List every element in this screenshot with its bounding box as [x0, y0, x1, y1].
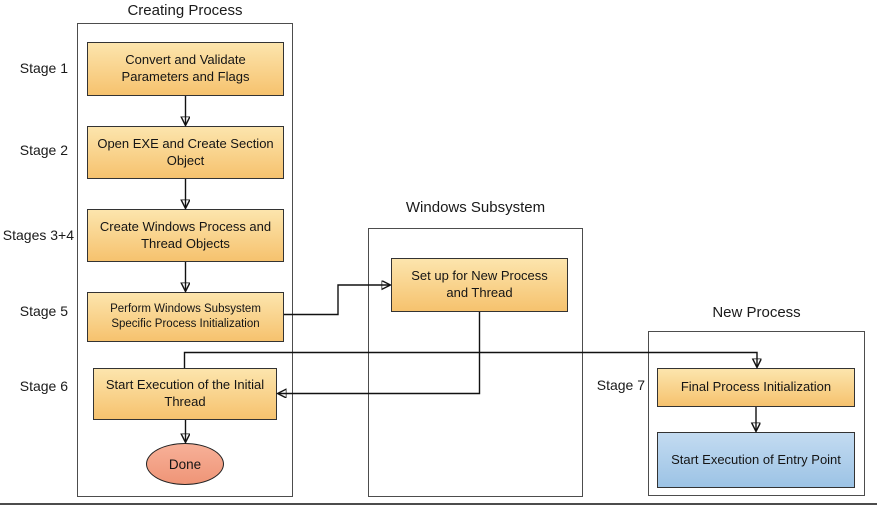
- setup-new-process-thread-box: Set up for New Process and Thread: [391, 258, 568, 312]
- convert-validate-params-box: Convert and Validate Parameters and Flag…: [87, 42, 284, 96]
- new-process-container: [648, 331, 865, 496]
- stage-2-label: Stage 2: [19, 142, 68, 158]
- done-terminator: Done: [146, 443, 224, 485]
- start-entry-point-box: Start Execution of Entry Point: [657, 432, 855, 488]
- stage-5-label: Stage 5: [19, 303, 68, 319]
- open-exe-create-section-box: Open EXE and Create Section Object: [87, 126, 284, 179]
- creating-process-container: [77, 23, 293, 497]
- stage-6-label: Stage 6: [19, 378, 68, 394]
- new-process-title: New Process: [712, 304, 801, 321]
- final-process-init-box: Final Process Initialization: [657, 368, 855, 407]
- stage-1-label: Stage 1: [19, 60, 68, 76]
- creating-process-title: Creating Process: [127, 2, 243, 19]
- stages-3-4-label: Stages 3+4: [2, 227, 74, 243]
- start-initial-thread-box: Start Execution of the Initial Thread: [93, 368, 277, 420]
- create-process-thread-objects-box: Create Windows Process and Thread Object…: [87, 209, 284, 262]
- windows-subsystem-title: Windows Subsystem: [405, 199, 546, 216]
- subsystem-specific-init-box: Perform Windows Subsystem Specific Proce…: [87, 292, 284, 342]
- stage-7-label: Stage 7: [596, 377, 645, 393]
